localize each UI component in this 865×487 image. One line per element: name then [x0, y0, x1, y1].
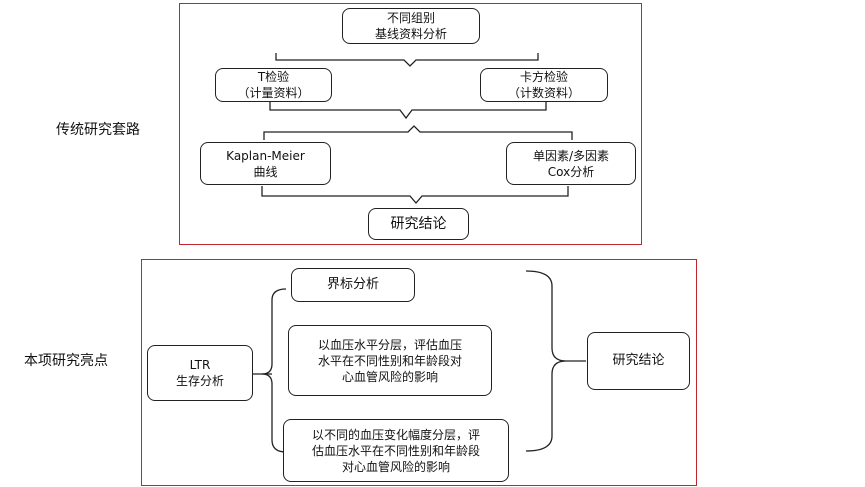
baseline-line2: 基线资料分析 — [374, 27, 447, 41]
baseline-analysis-box: 不同组别基线资料分析 — [342, 8, 480, 44]
landmark-analysis-box: 界标分析 — [291, 268, 415, 302]
bp-change-stratification-box: 以不同的血压变化幅度分层，评估血压水平在不同性别和年龄段对心血管风险的影响 — [283, 419, 509, 482]
cox-line2: Cox分析 — [547, 164, 595, 179]
bp-change-line1: 以不同的血压变化幅度分层，评 — [311, 427, 480, 442]
cox-line1: 单因素/多因素 — [532, 148, 610, 163]
t-test-box: T检验 （计量资料） — [215, 68, 332, 102]
chi-square-test-box: 卡方检验 （计数资料） — [480, 68, 608, 102]
highlight-approach-label: 本项研究亮点 — [24, 353, 108, 369]
t-test-line2: （计量资料） — [237, 86, 310, 100]
chi-test-line2: （计数资料） — [507, 86, 580, 100]
bp-level-line1: 以血压水平分层，评估血压 — [317, 337, 462, 352]
baseline-line1: 不同组别 — [386, 11, 435, 25]
bp-change-line2: 估血压水平在不同性别和年龄段 — [311, 443, 480, 458]
landmark-analysis-text: 界标分析 — [326, 277, 379, 292]
ltr-line2: 生存分析 — [175, 374, 224, 388]
ltr-survival-box: LTR 生存分析 — [147, 345, 253, 401]
bp-level-line3: 心血管风险的影响 — [341, 369, 438, 384]
bottom-conclusion-box: 研究结论 — [587, 332, 690, 390]
highlight-approach-frame — [141, 259, 697, 486]
km-line2: 曲线 — [253, 164, 278, 179]
traditional-approach-frame — [179, 3, 642, 245]
t-test-line1: T检验 — [257, 70, 290, 84]
chi-test-line1: 卡方检验 — [519, 70, 568, 84]
bp-change-line3: 对心血管风险的影响 — [341, 459, 450, 474]
bp-level-line2: 水平在不同性别和年龄段对 — [317, 353, 462, 368]
bp-level-stratification-box: 以血压水平分层，评估血压水平在不同性别和年龄段对心血管风险的影响 — [288, 325, 492, 396]
top-conclusion-box: 研究结论 — [368, 208, 469, 240]
traditional-approach-label: 传统研究套路 — [56, 122, 140, 138]
ltr-line1: LTR — [189, 358, 211, 372]
top-conclusion-text: 研究结论 — [390, 216, 447, 232]
bottom-conclusion-text: 研究结论 — [612, 353, 665, 368]
km-line1: Kaplan-Meier — [226, 148, 305, 163]
